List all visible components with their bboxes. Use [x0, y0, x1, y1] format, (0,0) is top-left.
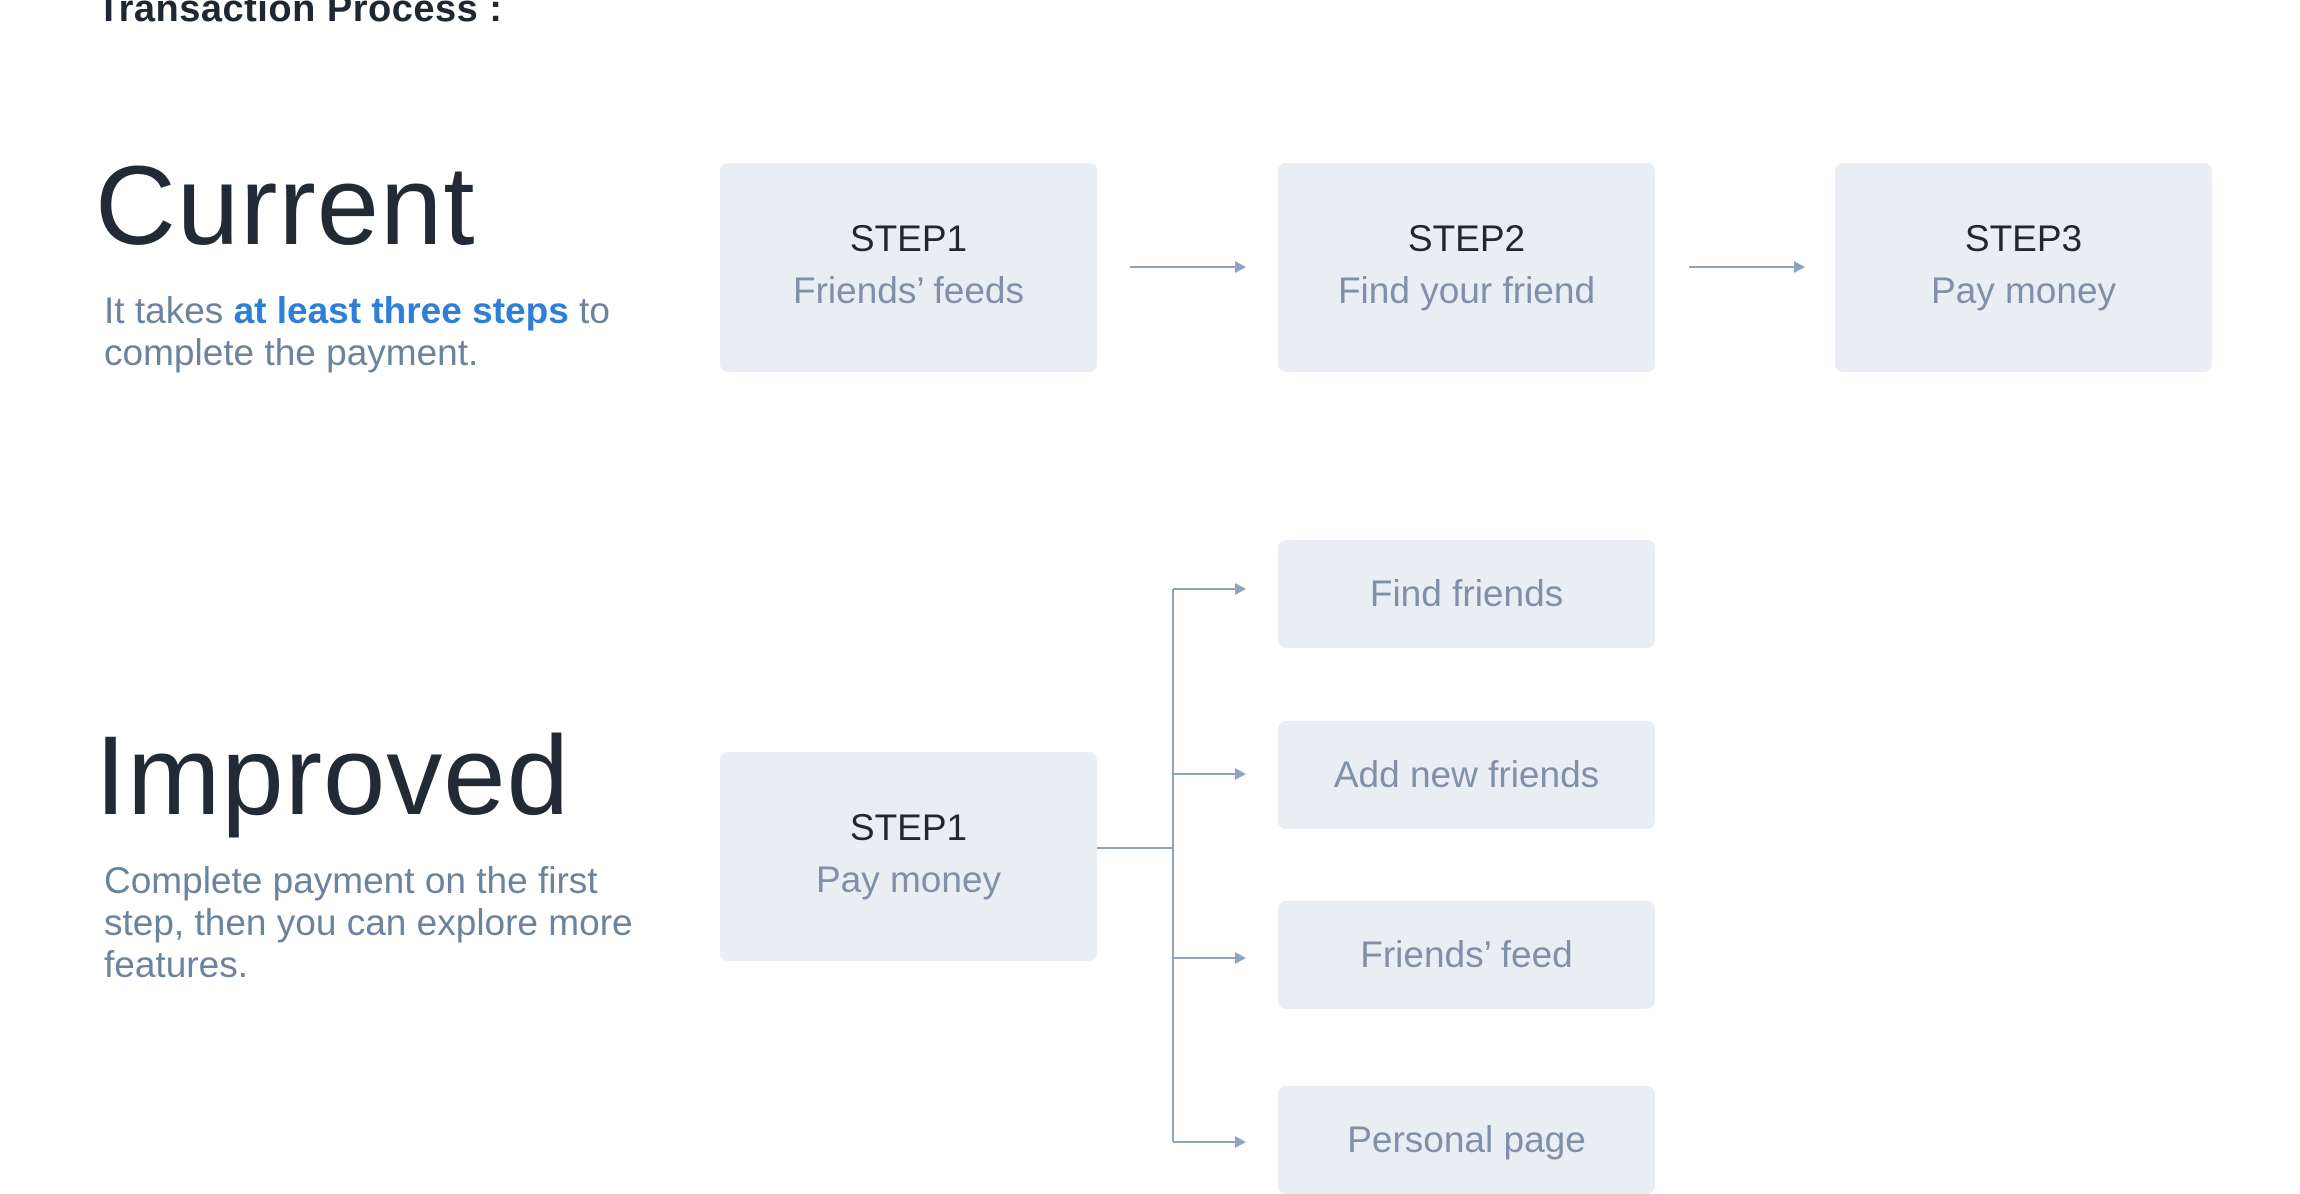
current-step-box-3: STEP3 Pay money	[1835, 163, 2212, 372]
current-step-box-1: STEP1 Friends’ feeds	[720, 163, 1097, 372]
improved-step-desc: Pay money	[815, 858, 1002, 900]
feature-box-friends-feed: Friends’ feed	[1278, 901, 1655, 1009]
improved-description: Complete payment on the first step, then…	[104, 860, 633, 985]
current-step-desc-2: Find your friend	[1337, 269, 1596, 311]
arrowhead-add-new-friends	[1235, 768, 1246, 780]
feature-label-friends-feed: Friends’ feed	[1360, 934, 1573, 975]
arrowhead-step3	[1794, 261, 1805, 273]
current-description-pre: It takes	[104, 290, 234, 331]
arrowhead-friends-feed	[1235, 952, 1246, 964]
feature-box-find-friends: Find friends	[1278, 540, 1655, 648]
current-step-box-2: STEP2 Find your friend	[1278, 163, 1655, 372]
arrowhead-find-friends	[1235, 583, 1246, 595]
current-title: Current	[95, 143, 476, 268]
feature-label-personal-page: Personal page	[1347, 1119, 1586, 1160]
feature-label-add-new-friends: Add new friends	[1333, 754, 1600, 795]
current-step-desc-1: Friends’ feeds	[792, 269, 1024, 311]
current-step-label-1: STEP1	[849, 217, 968, 259]
improved-step-label: STEP1	[849, 806, 968, 848]
feature-box-add-new-friends: Add new friends	[1278, 721, 1655, 829]
current-description-post: to complete the payment.	[104, 290, 610, 373]
improved-title: Improved	[95, 713, 570, 838]
feature-box-personal-page: Personal page	[1278, 1086, 1655, 1194]
arrowhead-personal-page	[1235, 1136, 1246, 1148]
current-description: It takes at least three steps to complet…	[104, 290, 664, 374]
arrowhead-step2	[1235, 261, 1246, 273]
current-description-highlight: at least three steps	[233, 290, 569, 331]
current-step-label-2: STEP2	[1407, 217, 1526, 259]
current-step-desc-3: Pay money	[1930, 269, 2117, 311]
page-heading: Transaction Process :	[97, 0, 503, 30]
improved-step-box: STEP1 Pay money	[720, 752, 1097, 961]
current-step-label-3: STEP3	[1964, 217, 2083, 259]
feature-label-find-friends: Find friends	[1369, 573, 1564, 614]
